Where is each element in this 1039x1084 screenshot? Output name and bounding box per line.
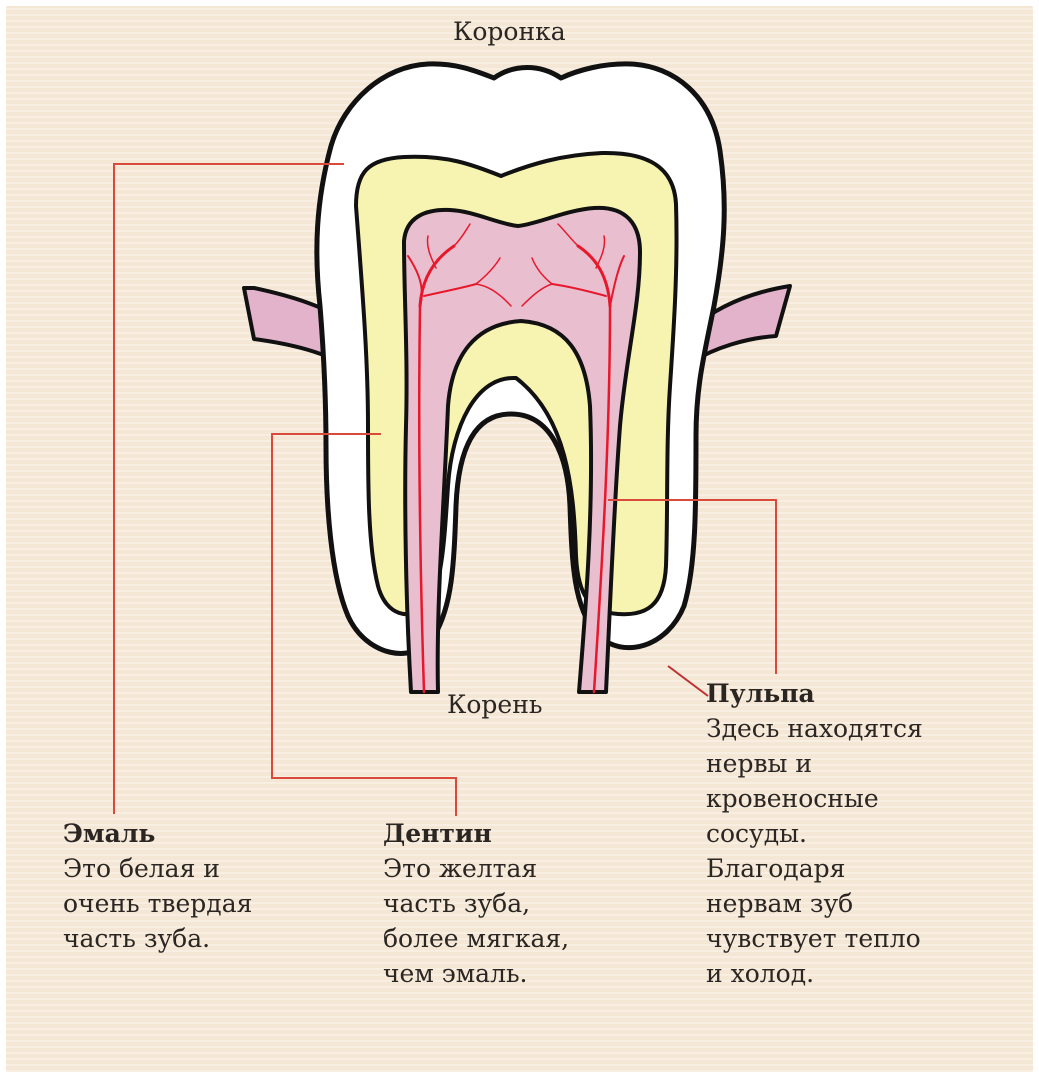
diagram-page: Коронка Корень Эмаль Это белая и очень т…	[6, 6, 1033, 1072]
enamel-line: часть зуба.	[63, 921, 252, 956]
enamel-line: Это белая и	[63, 851, 252, 886]
pulp-line: нервам зуб	[706, 886, 923, 921]
pulp-line: сосуды.	[706, 816, 923, 851]
enamel-description: Эмаль Это белая и очень твердая часть зу…	[63, 816, 252, 956]
dentin-line: Это желтая	[383, 851, 569, 886]
pulp-description: Пульпа Здесь находятся нервы и кровеносн…	[706, 676, 923, 991]
enamel-line: очень твердая	[63, 886, 252, 921]
root-label: Корень	[447, 692, 542, 717]
dentin-description: Дентин Это желтая часть зуба, более мягк…	[383, 816, 569, 991]
pulp-line: чувствует тепло	[706, 921, 923, 956]
pulp-title: Пульпа	[706, 676, 923, 711]
leader-line-enamel	[114, 164, 344, 814]
dentin-line: более мягкая,	[383, 921, 569, 956]
pulp-line: Благодаря	[706, 851, 923, 886]
pulp-line: Здесь находятся	[706, 711, 923, 746]
pulp-line: кровеносные	[706, 781, 923, 816]
dentin-line: чем эмаль.	[383, 956, 569, 991]
enamel-title: Эмаль	[63, 816, 252, 851]
crown-label: Коронка	[453, 19, 566, 44]
dentin-line: часть зуба,	[383, 886, 569, 921]
dentin-title: Дентин	[383, 816, 569, 851]
pulp-line: нервы и	[706, 746, 923, 781]
pulp-line: и холод.	[706, 956, 923, 991]
pulp-pointer-mark	[668, 666, 708, 696]
